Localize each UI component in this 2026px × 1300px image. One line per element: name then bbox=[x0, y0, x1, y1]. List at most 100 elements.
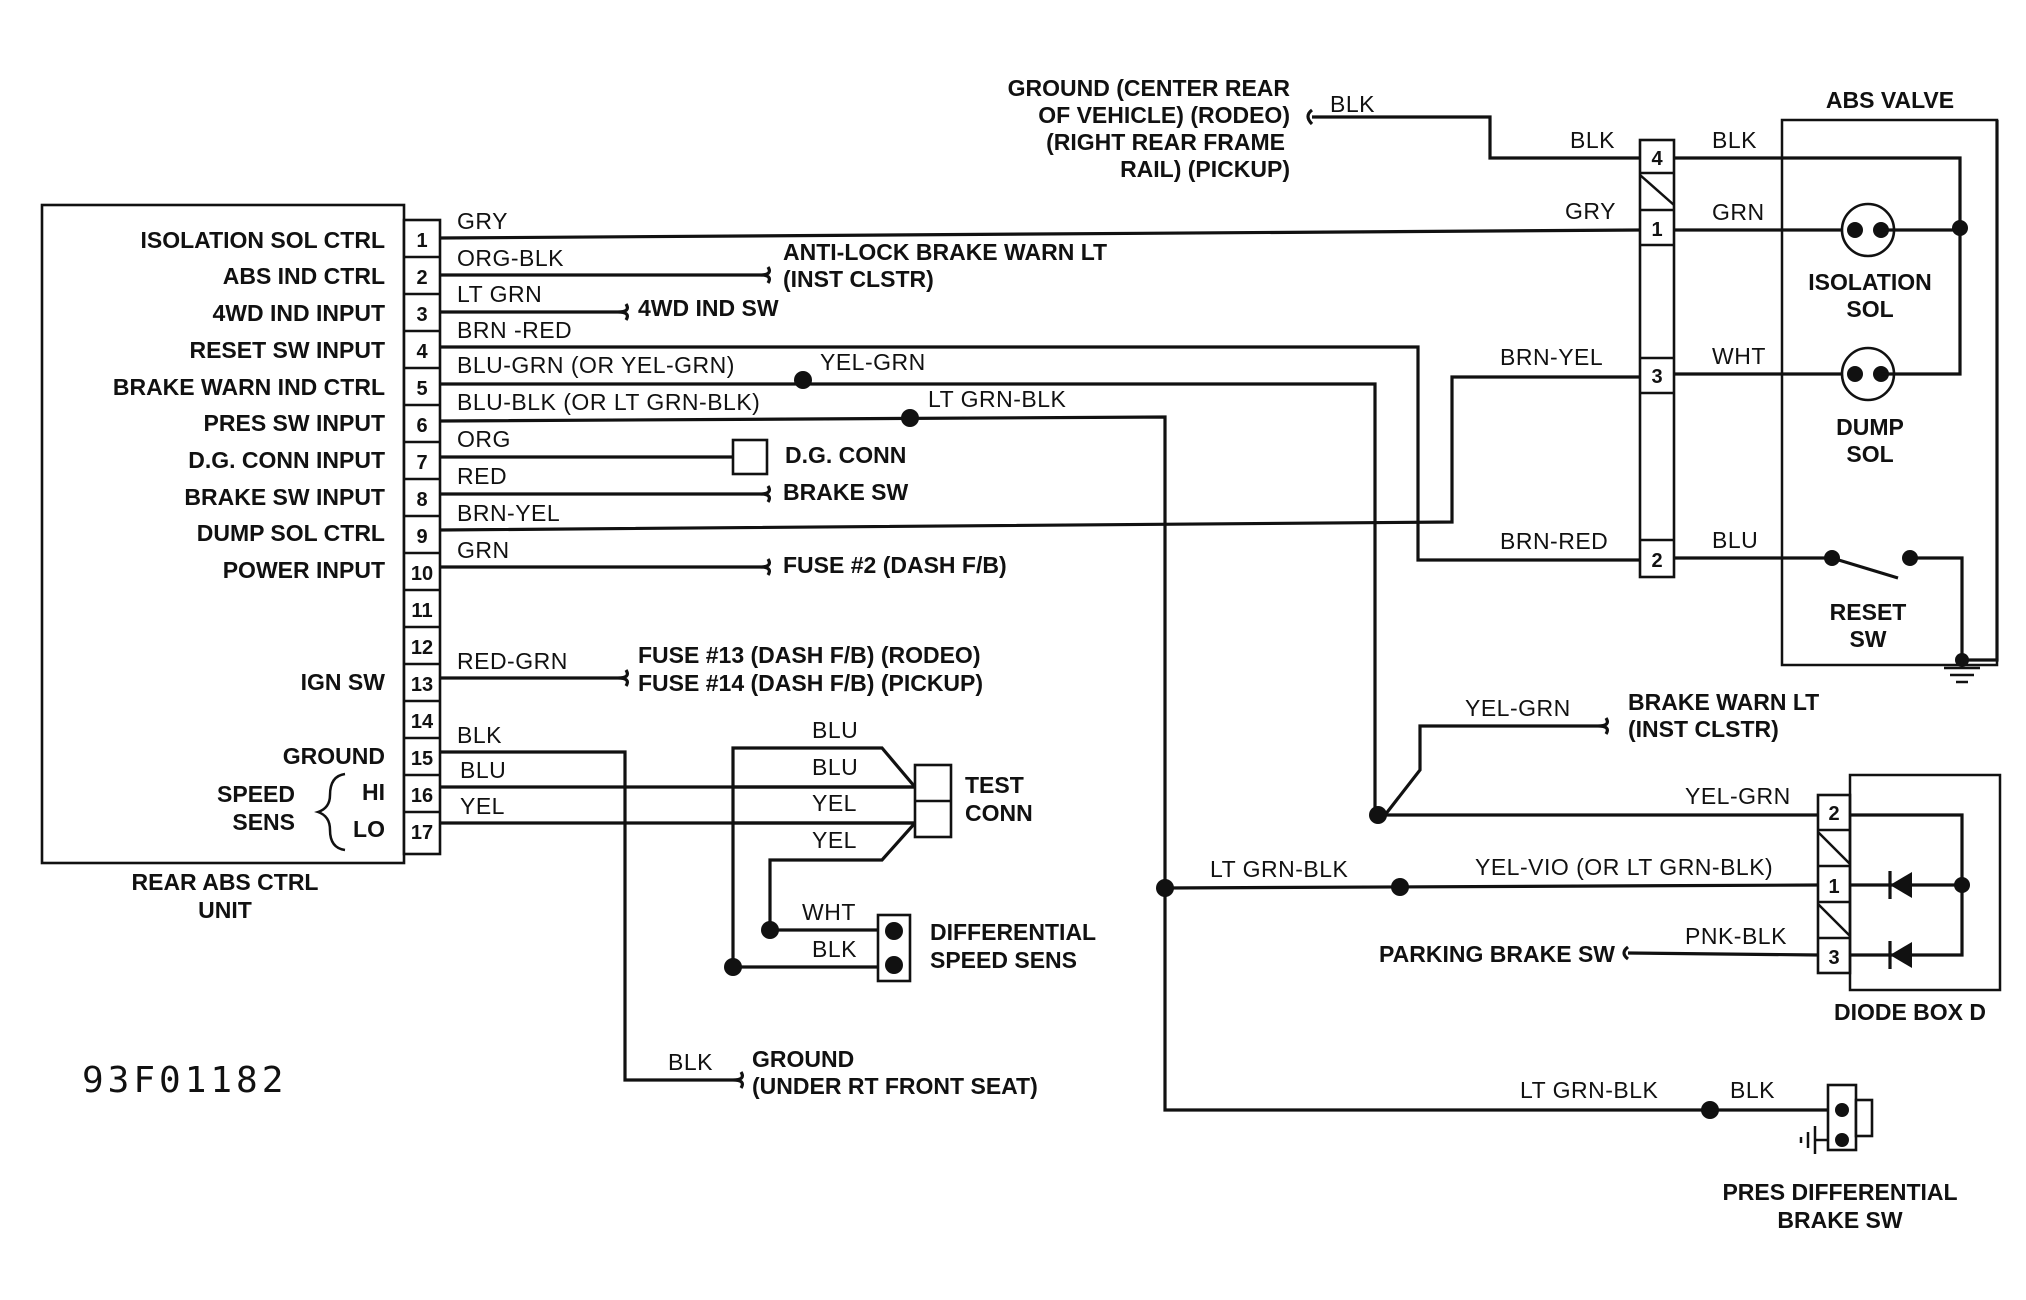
wire-label: BLK bbox=[1570, 127, 1615, 153]
dump-sol-label: DUMP bbox=[1836, 414, 1904, 440]
wire-label: BLU bbox=[812, 754, 858, 780]
wire-label: BLK bbox=[1330, 91, 1375, 117]
abs-pin-labels: ISOLATION SOL CTRL ABS IND CTRL 4WD IND … bbox=[113, 227, 386, 852]
pin-label: D.G. CONN INPUT bbox=[188, 447, 385, 473]
wire-pin15-blk bbox=[440, 750, 744, 1089]
valve-pin-number: 1 bbox=[1651, 219, 1662, 241]
pres-sw-label: BRAKE SW bbox=[1777, 1207, 1903, 1233]
pin-label: HI bbox=[362, 779, 385, 805]
wire-pin13-red-grn bbox=[440, 669, 629, 687]
wire-label: BRN-RED bbox=[1500, 528, 1608, 554]
wire-label: BRN-YEL bbox=[1500, 344, 1603, 370]
pin-number: 5 bbox=[416, 378, 427, 400]
pres-sw-terminal bbox=[1835, 1133, 1849, 1147]
valve-wire-blk bbox=[1674, 156, 1962, 226]
valve-pin-number: 3 bbox=[1651, 366, 1662, 388]
wire-pin5-blu-grn bbox=[440, 382, 1377, 815]
wire-label: PNK-BLK bbox=[1685, 923, 1787, 949]
wire-label: BLU-GRN (OR YEL-GRN) bbox=[457, 352, 735, 378]
wire-pin3-lt-grn bbox=[440, 303, 629, 321]
wire-label: GRY bbox=[457, 208, 508, 234]
speed-sens-brace bbox=[314, 772, 346, 852]
abs-control-unit-connector bbox=[402, 218, 442, 856]
pin-label: BRAKE WARN IND CTRL bbox=[113, 374, 385, 400]
wire-label: YEL bbox=[812, 827, 857, 853]
wire-label: BLK bbox=[1730, 1077, 1775, 1103]
abs-valve-box bbox=[1780, 118, 1999, 667]
wire-label: BLU bbox=[1712, 527, 1758, 553]
4wd-ind-sw-label: 4WD IND SW bbox=[638, 295, 779, 321]
pin-number: 17 bbox=[411, 822, 433, 844]
parking-brake-sw-label: PARKING BRAKE SW bbox=[1379, 941, 1615, 967]
wire-label: LT GRN-BLK bbox=[1210, 856, 1349, 882]
abs-unit-name: UNIT bbox=[198, 897, 252, 923]
pin-number: 6 bbox=[416, 415, 427, 437]
connector-pin-dividers bbox=[404, 255, 440, 814]
wire-pin2-org-blk bbox=[440, 266, 771, 284]
splice-dot bbox=[1954, 877, 1970, 893]
wire-label: YEL bbox=[812, 790, 857, 816]
wire-label: YEL bbox=[460, 793, 505, 819]
brake-warn-lt-label: BRAKE WARN LT bbox=[1628, 689, 1819, 715]
pin-number: 9 bbox=[416, 526, 427, 548]
pin-number: 13 bbox=[411, 674, 433, 696]
pres-sw-cap bbox=[1854, 1098, 1874, 1138]
pres-sw-label: PRES DIFFERENTIAL bbox=[1722, 1179, 1957, 1205]
wire-label: BLK bbox=[812, 936, 857, 962]
wire-label: BLK bbox=[1712, 127, 1757, 153]
isolation-sol-label: SOL bbox=[1846, 296, 1893, 322]
pres-sw-terminal bbox=[1835, 1103, 1849, 1117]
wire-label: BRN-YEL bbox=[457, 500, 560, 526]
ground-rear-label: RAIL) (PICKUP) bbox=[1120, 156, 1290, 182]
ground-rear-label: (RIGHT REAR FRAME bbox=[1046, 129, 1285, 155]
ground-under-seat-label: GROUND bbox=[752, 1046, 854, 1072]
pin-number: 7 bbox=[416, 452, 427, 474]
splice-dot bbox=[1369, 806, 1387, 824]
wire-pin9-brn-yel bbox=[439, 375, 1640, 532]
diode-pin-number: 2 bbox=[1828, 803, 1839, 825]
splice-dot bbox=[901, 409, 919, 427]
wire-label: RED bbox=[457, 463, 507, 489]
diff-sens-pin bbox=[885, 956, 903, 974]
pin-number: 16 bbox=[411, 785, 433, 807]
wire-label: BLU bbox=[460, 757, 506, 783]
valve-pin-number: 2 bbox=[1651, 550, 1662, 572]
pin-label: RESET SW INPUT bbox=[189, 337, 385, 363]
abs-valve-title: ABS VALVE bbox=[1826, 87, 1954, 113]
diff-sens-label: SPEED SENS bbox=[930, 947, 1077, 973]
valve-ground-wire bbox=[1962, 120, 1999, 662]
wire-label: YEL-VIO (OR LT GRN-BLK) bbox=[1475, 854, 1773, 880]
abs-unit-name: REAR ABS CTRL bbox=[132, 869, 319, 895]
diode-symbol bbox=[1890, 872, 1912, 898]
fuse13-label: FUSE #13 (DASH F/B) (RODEO) bbox=[638, 642, 980, 668]
diode-pin-number: 3 bbox=[1828, 947, 1839, 969]
antilock-warn-lt-label: ANTI-LOCK BRAKE WARN LT bbox=[783, 239, 1107, 265]
wire-label: ORG bbox=[457, 426, 511, 452]
pin-label: ABS IND CTRL bbox=[223, 263, 385, 289]
wire-label: GRN bbox=[1712, 199, 1765, 225]
test-conn-branch-blu bbox=[731, 746, 917, 967]
brake-sw-label: BRAKE SW bbox=[783, 479, 909, 505]
dg-conn-box bbox=[731, 438, 769, 476]
speed-sens-label: SENS bbox=[232, 809, 295, 835]
wire-label: LT GRN bbox=[457, 281, 542, 307]
pin-number: 4 bbox=[416, 341, 428, 363]
wire-label: ORG-BLK bbox=[457, 245, 564, 271]
wire-label: YEL-GRN bbox=[1685, 783, 1791, 809]
pin-number: 3 bbox=[416, 304, 427, 326]
splice-dot bbox=[1156, 879, 1174, 897]
dump-sol-label: SOL bbox=[1846, 441, 1893, 467]
pin-number: 12 bbox=[411, 637, 433, 659]
test-conn-branch-yel2 bbox=[768, 821, 917, 930]
diode-pin1-wire bbox=[1164, 883, 1819, 890]
pin-number: 15 bbox=[411, 748, 433, 770]
splice-dot bbox=[1391, 878, 1409, 896]
pin-label: POWER INPUT bbox=[223, 557, 385, 583]
diode-internal-wire bbox=[1850, 813, 1964, 885]
wire-pin1-gry bbox=[439, 228, 1641, 240]
wire-label: RED-GRN bbox=[457, 648, 568, 674]
reset-sw-label: RESET bbox=[1830, 599, 1907, 625]
pin-label: IGN SW bbox=[301, 669, 386, 695]
pin-number: 1 bbox=[416, 230, 427, 252]
